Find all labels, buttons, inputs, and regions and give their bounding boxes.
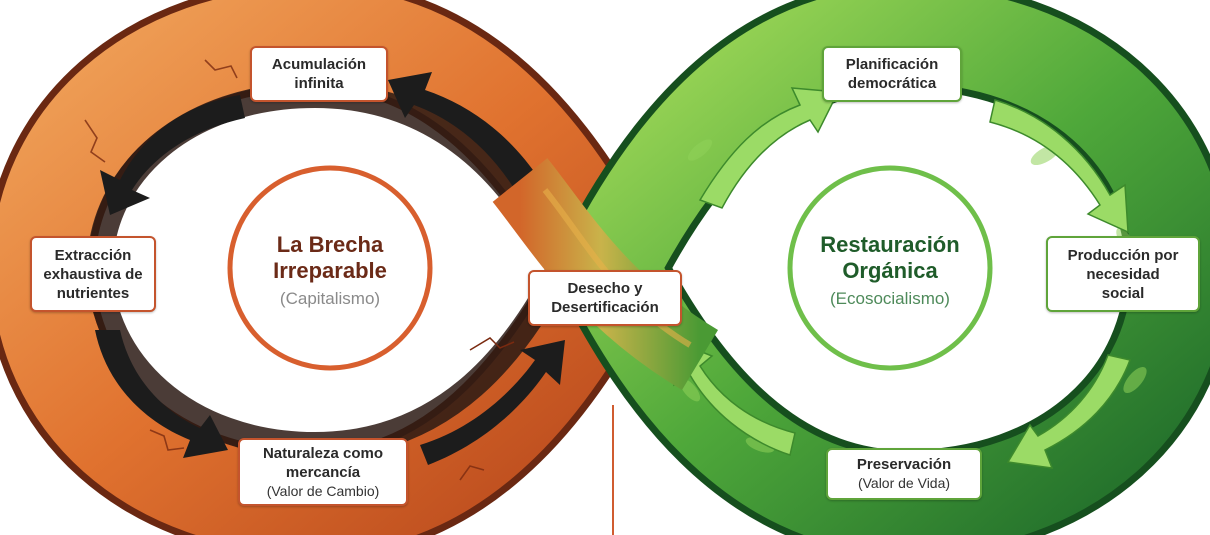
label-desecho-line2: Desertificación	[551, 299, 659, 316]
left-loop-subtitle: (Capitalismo)	[279, 289, 381, 308]
label-acumulacion-line2: infinita	[294, 75, 344, 92]
label-extraccion-line1: Extracción	[54, 246, 132, 264]
label-desecho: Desecho y Desertificación	[528, 270, 682, 326]
right-loop-title-line2: Orgánica	[842, 258, 938, 283]
left-center-circle	[227, 165, 433, 371]
label-extraccion-line2: exhaustiva de	[43, 265, 143, 283]
label-naturaleza: Naturaleza como mercancía (Valor de Camb…	[238, 438, 408, 506]
label-planificacion: Planificación democrática	[822, 46, 962, 102]
loop-crossing	[469, 158, 719, 391]
right-loop-title-line1: Restauración	[820, 232, 960, 257]
label-preservacion: Preservación (Valor de Vida)	[826, 448, 982, 500]
label-preservacion-line1: Preservación	[856, 456, 952, 473]
label-produccion-line2: necesidad	[1086, 265, 1160, 283]
curved-arrow-icon	[95, 72, 565, 465]
left-loop-title-line2: Irreparable	[273, 258, 387, 283]
right-center-circle	[787, 165, 993, 371]
curved-arrow-icon	[671, 87, 1132, 469]
right-loop-subtitle: (Ecosocialismo)	[830, 289, 950, 308]
label-extraccion: Extracción exhaustiva de nutrientes	[30, 236, 156, 312]
left-loop-title: La Brecha Irreparable	[250, 232, 410, 284]
left-loop-title-line1: La Brecha	[276, 232, 384, 257]
label-produccion-line1: Producción por	[1067, 246, 1179, 264]
label-planificacion-line2: democrática	[847, 75, 937, 92]
label-naturaleza-line1: Naturaleza como	[262, 444, 384, 462]
label-naturaleza-sub: (Valor de Cambio)	[266, 482, 380, 499]
label-naturaleza-line2: mercancía	[285, 463, 361, 481]
label-acumulacion: Acumulación infinita	[250, 46, 388, 102]
right-loop-title: Restauración Orgánica	[800, 232, 980, 284]
label-desecho-line1: Desecho y	[567, 280, 643, 297]
label-extraccion-line3: nutrientes	[56, 284, 130, 302]
label-produccion-line3: social	[1101, 284, 1145, 302]
label-acumulacion-line1: Acumulación	[271, 56, 367, 73]
label-planificacion-line1: Planificación	[845, 56, 939, 73]
label-preservacion-sub: (Valor de Vida)	[857, 475, 951, 491]
label-produccion: Producción por necesidad social	[1046, 236, 1200, 312]
